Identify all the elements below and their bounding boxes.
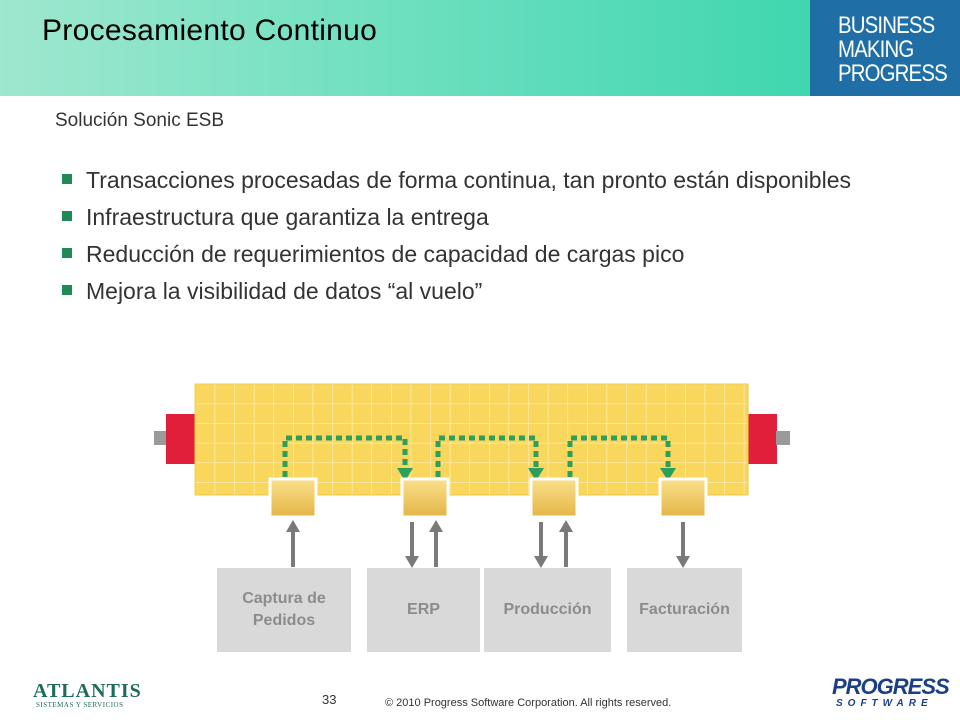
bullet-text: Transacciones procesadas de forma contin… xyxy=(86,167,851,193)
system-box-erp: ERP xyxy=(367,568,480,652)
bullet-item: Infraestructura que garantiza la entrega xyxy=(62,203,892,231)
bus-right-plug xyxy=(776,431,790,445)
brand-panel xyxy=(810,0,960,96)
message-flows xyxy=(282,435,671,477)
service-node xyxy=(658,477,708,519)
bus-left-plug xyxy=(154,431,168,445)
system-label: Producción xyxy=(503,601,592,618)
service-node xyxy=(268,477,318,519)
bullet-list: Transacciones procesadas de forma contin… xyxy=(62,166,892,314)
brand-line-3: PROGRESS xyxy=(838,60,948,87)
flow-arrowhead-icon xyxy=(660,468,676,481)
bus-right-cap xyxy=(747,414,777,464)
system-box-produccion: Producción xyxy=(484,568,611,652)
down-arrow-icon xyxy=(676,556,690,568)
page-number: 33 xyxy=(322,692,337,707)
up-arrow-icon xyxy=(286,520,300,532)
up-arrow-icon xyxy=(429,520,443,532)
flow-arrowhead-icon xyxy=(528,468,544,481)
bullet-item: Mejora la visibilidad de datos “al vuelo… xyxy=(62,277,892,305)
bullet-square-icon xyxy=(62,285,72,295)
slide-title: Procesamiento Continuo xyxy=(42,14,378,47)
bullet-item: Transacciones procesadas de forma contin… xyxy=(62,166,892,194)
copyright-notice: © 2010 Progress Software Corporation. Al… xyxy=(385,697,672,709)
flow-path xyxy=(567,435,671,477)
system-connectors xyxy=(286,520,690,568)
progress-logo-name: PROGRESS xyxy=(832,674,950,699)
flow-path xyxy=(435,435,539,477)
bullet-text: Reducción de requerimientos de capacidad… xyxy=(86,241,685,267)
progress-logo-sub: SOFTWARE xyxy=(836,698,933,709)
bullet-text: Infraestructura que garantiza la entrega xyxy=(86,204,489,230)
brand-line-1: BUSINESS xyxy=(838,12,935,39)
down-arrow-icon xyxy=(405,556,419,568)
flow-arrowhead-icon xyxy=(397,468,413,481)
system-label: Facturación xyxy=(639,601,730,618)
atlantis-logo-sub: SISTEMAS Y SERVICIOS xyxy=(36,701,124,709)
atlantis-logo-name: ATLANTIS xyxy=(33,680,142,702)
system-box-captura: Captura de Pedidos xyxy=(217,568,351,652)
esb-diagram xyxy=(154,383,790,568)
slide-subtitle: Solución Sonic ESB xyxy=(55,110,224,131)
bullet-square-icon xyxy=(62,174,72,184)
up-arrow-icon xyxy=(559,520,573,532)
bullet-item: Reducción de requerimientos de capacidad… xyxy=(62,240,892,268)
system-box-facturacion: Facturación xyxy=(627,568,742,652)
bullet-square-icon xyxy=(62,211,72,221)
down-arrow-icon xyxy=(534,556,548,568)
bullet-square-icon xyxy=(62,248,72,258)
slide-header xyxy=(0,0,960,96)
brand-line-2: MAKING xyxy=(838,36,914,63)
system-label: ERP xyxy=(407,601,440,618)
service-node xyxy=(529,477,579,519)
bullet-text: Mejora la visibilidad de datos “al vuelo… xyxy=(86,278,483,304)
system-label: Captura de Pedidos xyxy=(242,590,326,629)
brand-tagline: BUSINESS MAKING PROGRESS xyxy=(838,12,948,87)
service-node xyxy=(400,477,450,519)
flow-path xyxy=(282,435,408,477)
bus-left-cap xyxy=(166,414,196,464)
